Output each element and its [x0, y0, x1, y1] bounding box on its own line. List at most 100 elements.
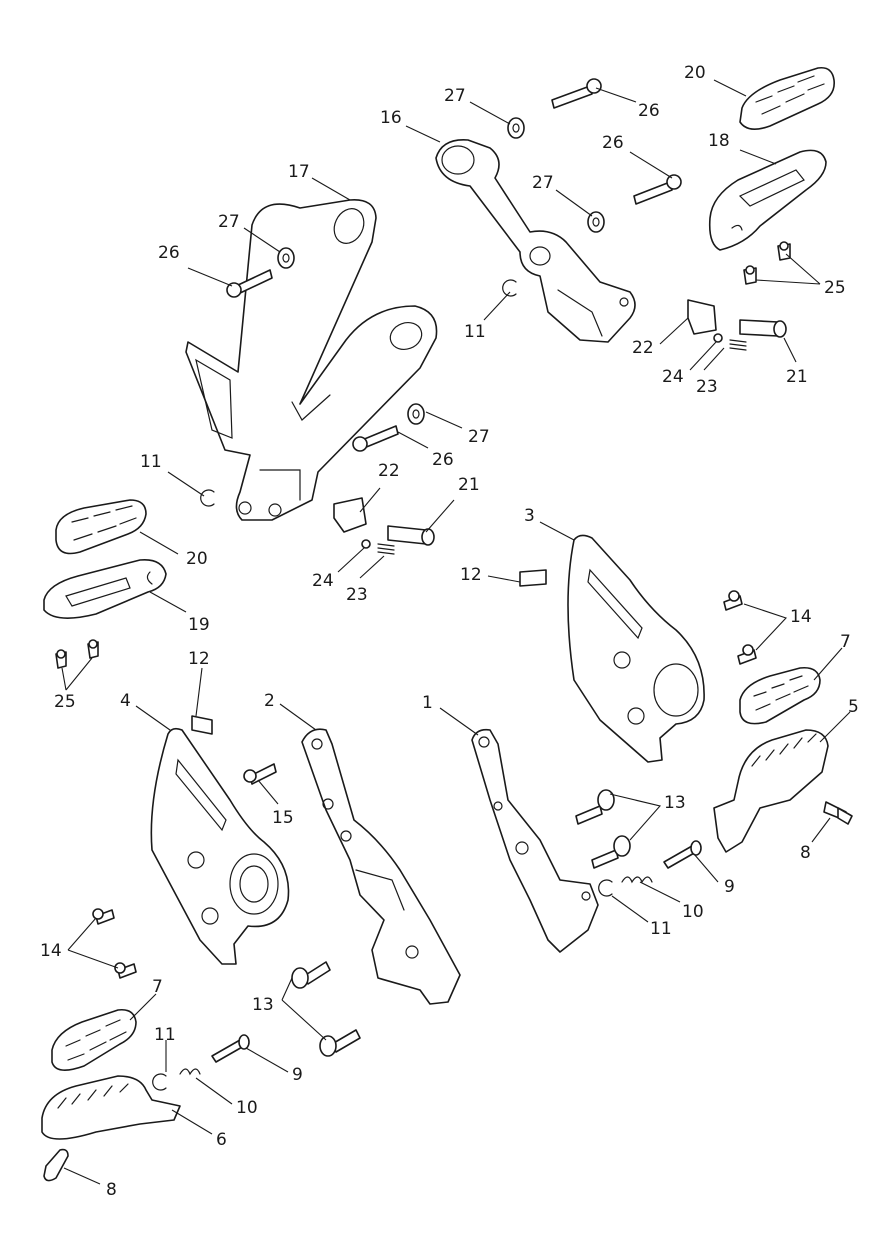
callout-9-left: 9	[292, 1065, 303, 1085]
callout-16: 16	[380, 108, 402, 128]
rubber-pad-right	[519, 569, 547, 587]
callout-26-c: 26	[158, 243, 180, 263]
callout-26-d: 26	[432, 450, 454, 470]
callout-10-right: 10	[682, 902, 704, 922]
small-screw-3	[55, 649, 67, 669]
bolt-15	[243, 763, 277, 785]
stop-bolt-left	[43, 1148, 69, 1182]
pin-21-upper	[739, 319, 787, 338]
detent-plate-upper	[687, 299, 717, 335]
bolt-26-3	[226, 269, 273, 298]
cap-screw-1	[575, 789, 615, 825]
detent-spring-lower	[377, 543, 395, 555]
callout-24-lower: 24	[312, 571, 334, 591]
footpeg-rubber-right	[739, 666, 821, 725]
ball-upper	[713, 333, 723, 343]
cap-screw-4	[319, 1029, 361, 1057]
circlip-1	[200, 489, 215, 507]
spring-left	[179, 1068, 201, 1076]
callout-15: 15	[272, 808, 294, 828]
washer-1	[507, 117, 525, 139]
callout-25-upper: 25	[824, 278, 846, 298]
footrest-hanger-left	[301, 728, 461, 1005]
footrest-peg-right	[739, 66, 835, 130]
stop-bolt-right	[823, 801, 853, 825]
cap-screw-3	[291, 961, 331, 989]
callout-23-upper: 23	[696, 377, 718, 397]
callout-17: 17	[288, 162, 310, 182]
callout-25-lower: 25	[54, 692, 76, 712]
washer-3	[277, 247, 295, 269]
pin-21-lower	[387, 525, 435, 546]
small-bolt-3	[92, 908, 115, 925]
heel-guard-plate-right	[567, 534, 705, 763]
bolt-26-1	[551, 78, 602, 109]
clevis-pin-right	[663, 840, 702, 869]
callout-13-left: 13	[252, 995, 274, 1015]
spring-right	[621, 876, 653, 884]
callout-11-a: 11	[140, 452, 162, 472]
cap-screw-2	[591, 835, 631, 869]
small-screw-4	[87, 639, 99, 659]
callout-20-upper: 20	[684, 63, 706, 83]
callout-2: 2	[264, 691, 275, 711]
rubber-pad-left	[191, 715, 213, 735]
small-screw-2	[743, 265, 757, 285]
callout-8-left: 8	[106, 1180, 117, 1200]
callout-21-lower: 21	[458, 475, 480, 495]
callout-26-a: 26	[638, 101, 660, 121]
callout-20-lower: 20	[186, 549, 208, 569]
callout-24-upper: 24	[662, 367, 684, 387]
footpeg-body-left	[41, 1075, 181, 1140]
callout-21-upper: 21	[786, 367, 808, 387]
ball-lower	[361, 539, 371, 549]
small-bolt-2	[737, 644, 757, 665]
footrest-rubber-left	[43, 558, 167, 619]
callout-11-b: 11	[464, 322, 486, 342]
footrest-hanger-right	[471, 728, 599, 953]
callout-27-c: 27	[218, 212, 240, 232]
callout-labels: 1 2 3 4 5 6 7 7 8 8 9 9 10 10 11 11 11 1…	[40, 63, 859, 1200]
washer-4	[407, 403, 425, 425]
circlip-2	[502, 279, 517, 297]
circlip-3	[598, 879, 613, 897]
callout-5: 5	[848, 697, 859, 717]
callout-22-upper: 22	[632, 338, 654, 358]
callout-10-left: 10	[236, 1098, 258, 1118]
footrest-peg-left	[55, 499, 147, 555]
washer-2	[587, 211, 605, 233]
detent-spring-upper	[729, 339, 747, 351]
callout-7-right: 7	[840, 632, 851, 652]
callout-7-left: 7	[152, 977, 163, 997]
callout-1: 1	[422, 693, 433, 713]
callout-26-b: 26	[602, 133, 624, 153]
callout-6: 6	[216, 1130, 227, 1150]
circlip-4	[152, 1073, 167, 1091]
callout-11-c: 11	[650, 919, 672, 939]
callout-9-right: 9	[724, 877, 735, 897]
rear-hanger-bracket-right	[435, 139, 636, 343]
callout-12-right: 12	[460, 565, 482, 585]
small-bolt-1	[723, 590, 743, 611]
bolt-26-4	[352, 425, 399, 452]
callout-12-left: 12	[188, 649, 210, 669]
callout-22-lower: 22	[378, 461, 400, 481]
small-screw-1	[777, 241, 791, 261]
callout-8-right: 8	[800, 843, 811, 863]
clevis-pin-left	[211, 1034, 250, 1063]
footpeg-body-right	[713, 729, 829, 853]
leader-lines	[61, 79, 851, 1185]
callout-11-d: 11	[154, 1025, 176, 1045]
callout-4: 4	[120, 691, 131, 711]
callout-18: 18	[708, 131, 730, 151]
footpeg-rubber-left	[51, 1008, 137, 1071]
detent-plate-lower	[333, 497, 367, 533]
callout-27-b: 27	[532, 173, 554, 193]
callout-23-lower: 23	[346, 585, 368, 605]
small-bolt-4	[114, 962, 137, 979]
callout-3: 3	[524, 506, 535, 526]
callout-27-d: 27	[468, 427, 490, 447]
footrest-rubber-right	[708, 149, 827, 251]
